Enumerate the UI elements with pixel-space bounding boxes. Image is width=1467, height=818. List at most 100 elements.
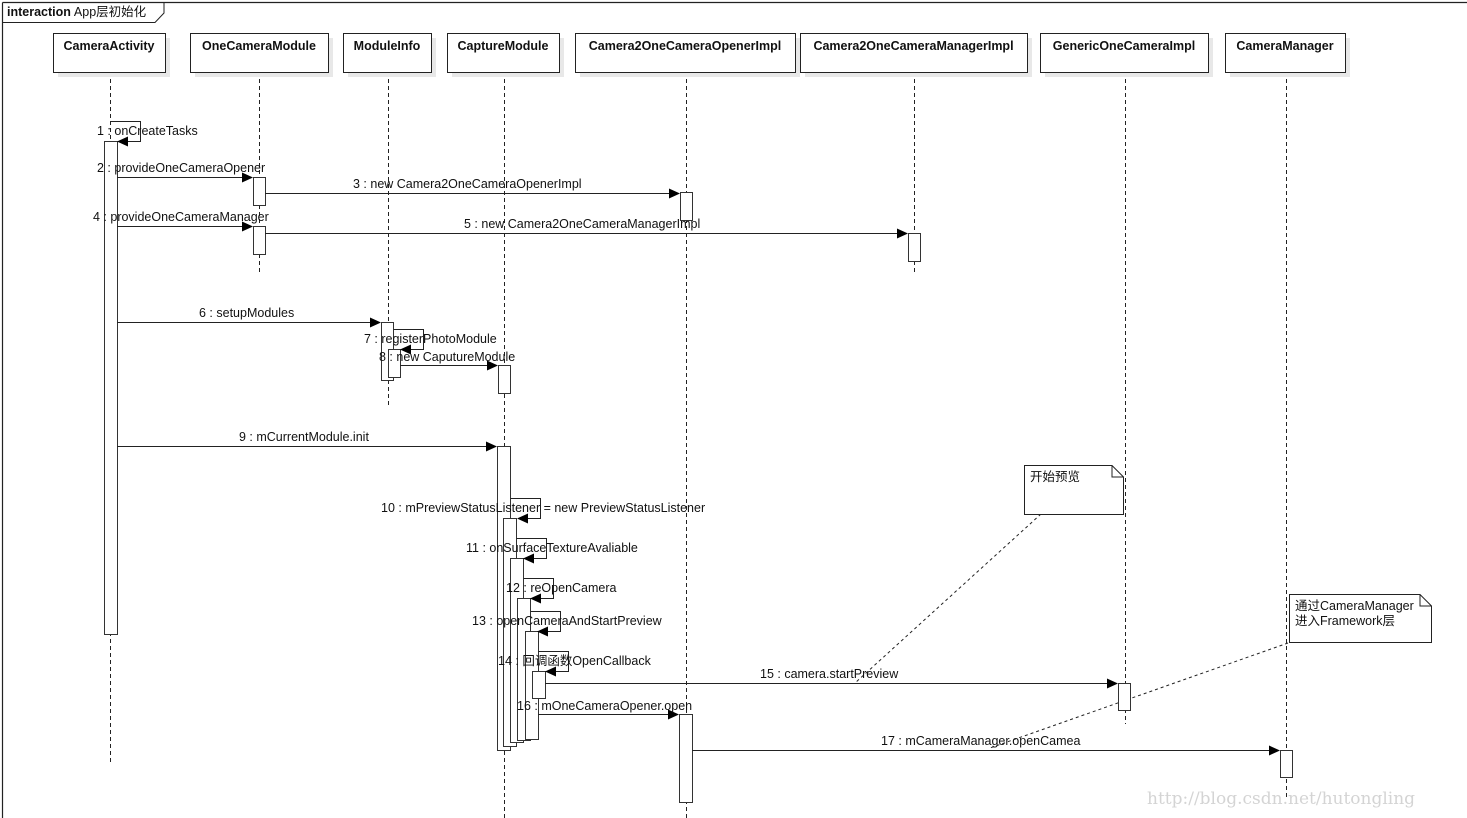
note-fold bbox=[1419, 594, 1432, 607]
message-10-label: 10 : mPreviewStatusListener = new Previe… bbox=[381, 501, 705, 515]
message-16: 16 : mOneCameraOpener.open bbox=[517, 699, 692, 720]
message-5: 5 : new Camera2OneCameraManagerImpl bbox=[265, 217, 908, 239]
message-3-label: 3 : new Camera2OneCameraOpenerImpl bbox=[353, 177, 582, 191]
lifeline-camera-activity-label: CameraActivity bbox=[63, 39, 154, 53]
note-text-line-2: 进入Framework层 bbox=[1295, 614, 1395, 628]
lifeline-one-camera-module-box bbox=[190, 33, 329, 73]
message-15: 15 : camera.startPreview bbox=[545, 667, 1118, 689]
message-13-line bbox=[530, 611, 561, 632]
message-2-arrowhead bbox=[242, 172, 253, 183]
message-12: 12 : reOpenCamera bbox=[506, 578, 617, 604]
message-7-arrowhead bbox=[400, 344, 411, 355]
message-6-label: 6 : setupModules bbox=[199, 306, 294, 320]
lifeline-camera2-one-camera-opener-impl-box bbox=[575, 33, 796, 73]
message-17-label: 17 : mCameraManager.openCamea bbox=[881, 734, 1080, 748]
watermark: http://blog.csdn.net/hutongling bbox=[1147, 789, 1415, 809]
message-16-label: 16 : mOneCameraOpener.open bbox=[517, 699, 692, 713]
note-body bbox=[1289, 594, 1432, 643]
message-1: 1 : onCreateTasks bbox=[97, 121, 198, 147]
message-8: 8 : new CaputureModule bbox=[379, 350, 515, 371]
one-camera-module-activation-2 bbox=[253, 226, 266, 255]
message-10-line bbox=[510, 498, 541, 519]
lifeline-camera-manager: CameraManager bbox=[1225, 33, 1350, 77]
message-11-line bbox=[516, 538, 547, 559]
message-13-label: 13 : openCameraAndStartPreview bbox=[472, 614, 663, 628]
camera-manager-activation bbox=[1280, 750, 1293, 778]
message-2-label: 2 : provideOneCameraOpener bbox=[97, 161, 265, 175]
message-14-arrowhead bbox=[545, 666, 556, 677]
lifeline-camera2-one-camera-opener-impl: Camera2OneCameraOpenerImpl bbox=[575, 33, 800, 77]
lifeline-module-info-label: ModuleInfo bbox=[354, 39, 421, 53]
message-17-arrowhead bbox=[1269, 745, 1280, 756]
message-1-arrowhead bbox=[117, 136, 128, 147]
lifeline-camera2-one-camera-manager-impl: Camera2OneCameraManagerImpl bbox=[800, 33, 1032, 77]
note-connector-start-preview bbox=[854, 513, 1042, 684]
lifeline-camera-manager-box bbox=[1225, 33, 1346, 73]
message-9-label: 9 : mCurrentModule.init bbox=[239, 430, 369, 444]
lifeline-headers: CameraActivity OneCameraModule ModuleInfo C… bbox=[53, 33, 1350, 77]
message-14: 14 : 回调函数OpenCallback bbox=[498, 651, 652, 677]
lifeline-capture-module-label: CaptureModule bbox=[458, 39, 549, 53]
lifeline-one-camera-module-label: OneCameraModule bbox=[202, 39, 316, 53]
message-13-arrowhead bbox=[537, 626, 548, 637]
lifeline-generic-one-camera-impl-label: GenericOneCameraImpl bbox=[1053, 39, 1195, 53]
message-12-label: 12 : reOpenCamera bbox=[506, 581, 617, 595]
capture-module-activation-14 bbox=[532, 671, 546, 699]
activation-bars bbox=[104, 141, 1293, 803]
message-15-arrowhead bbox=[1107, 678, 1118, 689]
frame-name: App层初始化 bbox=[74, 5, 147, 19]
lifeline-capture-module: CaptureModule bbox=[447, 33, 564, 77]
lifeline-capture-module-box bbox=[447, 33, 560, 73]
message-14-line bbox=[538, 651, 569, 672]
lifeline-camera2-one-camera-opener-impl-label: Camera2OneCameraOpenerImpl bbox=[589, 39, 781, 53]
message-4-label: 4 : provideOneCameraManager bbox=[93, 210, 269, 224]
generic-one-camera-activation bbox=[1118, 683, 1131, 711]
message-8-label: 8 : new CaputureModule bbox=[379, 350, 515, 364]
lifeline-module-info-box bbox=[343, 33, 432, 73]
frame-keyword: interaction bbox=[7, 5, 71, 19]
manager-impl-activation bbox=[908, 233, 921, 262]
messages: 1 : onCreateTasks 2 : provideOneCameraOpe… bbox=[93, 121, 1280, 756]
message-7-line bbox=[393, 329, 424, 350]
message-14-label: 14 : 回调函数OpenCallback bbox=[498, 653, 652, 668]
message-12-line bbox=[523, 578, 554, 599]
message-4-arrowhead bbox=[242, 221, 253, 232]
lifeline-camera2-one-camera-manager-impl-box bbox=[800, 33, 1028, 73]
note-start-preview: 开始预览 bbox=[1024, 465, 1124, 515]
lifeline-generic-one-camera-impl: GenericOneCameraImpl bbox=[1040, 33, 1213, 77]
note-text: 开始预览 bbox=[1030, 469, 1080, 484]
frame-title-tab bbox=[2, 2, 165, 23]
message-5-label: 5 : new Camera2OneCameraManagerImpl bbox=[464, 217, 700, 231]
one-camera-module-activation-1 bbox=[253, 177, 266, 206]
message-9: 9 : mCurrentModule.init bbox=[117, 430, 497, 452]
message-11-label: 11 : onSurfaceTextureAvaliable bbox=[466, 541, 638, 555]
message-12-arrowhead bbox=[530, 593, 541, 604]
note-fold bbox=[1111, 465, 1124, 478]
lifeline-camera-manager-label: CameraManager bbox=[1236, 39, 1333, 53]
note-framework: 通过CameraManager 进入Framework层 bbox=[1289, 594, 1432, 643]
module-info-nested-activation bbox=[388, 349, 401, 378]
notes: 开始预览 通过CameraManager 进入Framework层 bbox=[854, 465, 1432, 749]
camera-activity-activation bbox=[104, 141, 118, 635]
message-6-arrowhead bbox=[370, 317, 381, 328]
message-6: 6 : setupModules bbox=[117, 306, 381, 328]
message-1-label: 1 : onCreateTasks bbox=[97, 124, 198, 138]
message-17: 17 : mCameraManager.openCamea bbox=[692, 734, 1280, 756]
note-connector-framework bbox=[989, 642, 1289, 749]
capture-module-activation-new bbox=[498, 365, 511, 394]
message-10-arrowhead bbox=[517, 513, 528, 524]
message-1-line bbox=[110, 121, 141, 142]
message-7-label: 7 : registerPhotoModule bbox=[364, 332, 497, 346]
message-4: 4 : provideOneCameraManager bbox=[93, 210, 269, 232]
message-2: 2 : provideOneCameraOpener bbox=[97, 161, 265, 183]
lifeline-module-info: ModuleInfo bbox=[343, 33, 436, 77]
note-text-line-1: 通过CameraManager bbox=[1295, 599, 1414, 613]
message-3: 3 : new Camera2OneCameraOpenerImpl bbox=[265, 177, 680, 199]
message-9-arrowhead bbox=[486, 441, 497, 452]
lifeline-camera-activity: CameraActivity bbox=[53, 33, 170, 77]
message-5-arrowhead bbox=[897, 228, 908, 239]
